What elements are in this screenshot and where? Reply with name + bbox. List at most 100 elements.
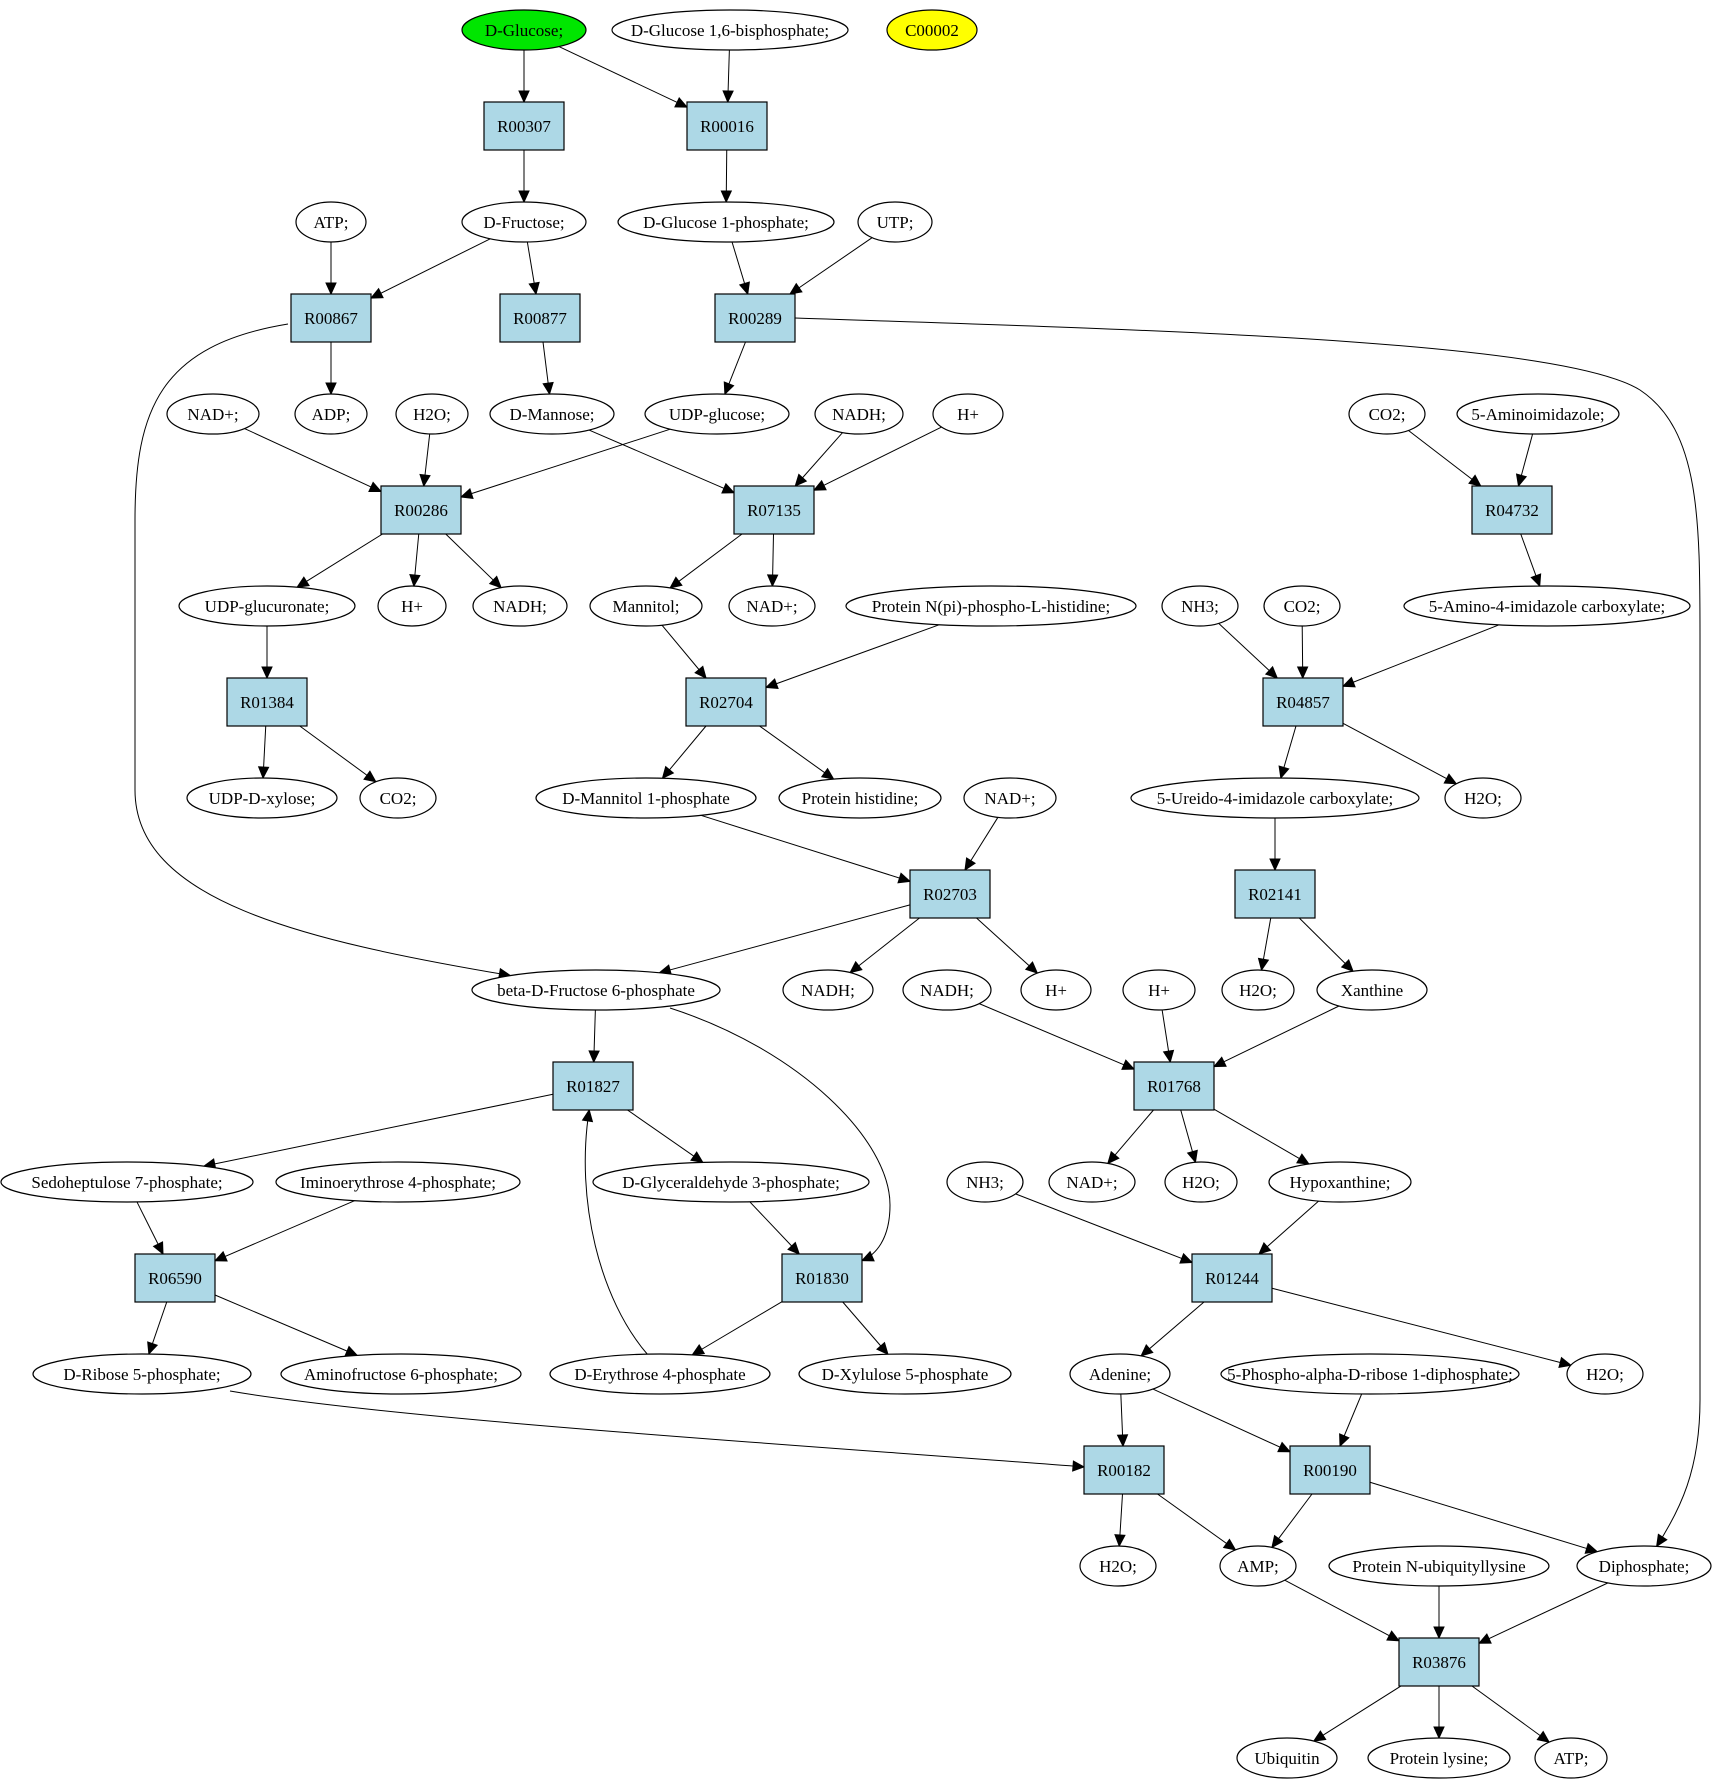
arrowhead [581,1108,594,1123]
reaction-node-R00182[interactable]: R00182 [1083,1445,1165,1495]
compound-node-dmannose[interactable]: D-Mannose; [489,393,615,435]
compound-node-udpglucose[interactable]: UDP-glucose; [644,393,790,435]
edge-line [584,1109,649,1356]
reaction-node-R02703[interactable]: R02703 [909,869,991,919]
reaction-node-R06590[interactable]: R06590 [134,1253,216,1303]
compound-node-diphos[interactable]: Diphosphate; [1576,1545,1712,1587]
compound-node-nadp1[interactable]: NAD+; [166,393,260,435]
compound-node-atp2[interactable]: ATP; [1534,1737,1608,1779]
compound-node-nadp3[interactable]: NAD+; [963,777,1057,819]
reaction-box [1262,677,1344,727]
compound-node-af6p[interactable]: Aminofructose 6-phosphate; [280,1353,522,1395]
compound-node-xanthine[interactable]: Xanthine [1316,969,1428,1011]
compound-node-ie4p[interactable]: Iminoerythrose 4-phosphate; [275,1161,521,1203]
reaction-label: R00867 [304,309,358,328]
reaction-node-R01827[interactable]: R01827 [552,1061,634,1111]
arrowhead [369,287,384,299]
reaction-node-R01830[interactable]: R01830 [781,1253,863,1303]
compound-ellipse [963,777,1057,819]
compound-node-dfructose[interactable]: D-Fructose; [461,201,587,243]
compound-node-5u4ic[interactable]: 5-Ureido-4-imidazole carboxylate; [1130,777,1420,819]
arrowhead [694,665,707,679]
compound-node-h2o1[interactable]: H2O; [395,393,469,435]
reaction-node-R00190[interactable]: R00190 [1289,1445,1371,1495]
edge-line [1271,1287,1571,1366]
reaction-node-R00289[interactable]: R00289 [714,293,796,343]
compound-node-nh3a[interactable]: NH3; [1161,585,1239,627]
compound-node-hypox[interactable]: Hypoxanthine; [1268,1161,1412,1203]
compound-node-nadh4[interactable]: NADH; [902,969,992,1011]
compound-node-dg1p[interactable]: D-Glucose 1-phosphate; [617,201,835,243]
reaction-node-R00286[interactable]: R00286 [380,485,462,535]
compound-node-hp3[interactable]: H+ [1020,969,1092,1011]
edge-r_R02703-to-n_hp3 [976,917,1039,974]
reaction-node-R02704[interactable]: R02704 [685,677,767,727]
compound-node-dg3p[interactable]: D-Glyceraldehyde 3-phosphate; [592,1161,870,1203]
reaction-node-R00877[interactable]: R00877 [499,293,581,343]
compound-node-prpp[interactable]: 5-Phospho-alpha-D-ribose 1-diphosphate; [1220,1353,1520,1395]
arrowhead [459,487,474,499]
compound-node-atp1[interactable]: ATP; [295,201,367,243]
compound-node-co2a[interactable]: CO2; [1348,393,1426,435]
reaction-node-R01244[interactable]: R01244 [1191,1253,1273,1303]
compound-node-hp2[interactable]: H+ [377,585,447,627]
reaction-node-R00016[interactable]: R00016 [686,101,768,151]
compound-node-h2o2[interactable]: H2O; [1444,777,1522,819]
reaction-node-R01384[interactable]: R01384 [226,677,308,727]
compound-node-adenine[interactable]: Adenine; [1069,1353,1171,1395]
compound-node-h2o4[interactable]: H2O; [1164,1161,1238,1203]
arrowhead [1433,1726,1445,1740]
compound-node-dglucose[interactable]: D-Glucose; [461,9,587,51]
reaction-node-R07135[interactable]: R07135 [733,485,815,535]
compound-node-de4p[interactable]: D-Erythrose 4-phosphate [549,1353,771,1395]
compound-node-protnpi[interactable]: Protein N(pi)-phospho-L-histidine; [845,585,1137,627]
compound-node-nadh1[interactable]: NADH; [814,393,904,435]
edge-n_xanthine-to-r_R01768 [1212,1005,1340,1068]
compound-node-prothis[interactable]: Protein histidine; [778,777,942,819]
compound-node-h2o3[interactable]: H2O; [1221,969,1295,1011]
compound-node-dr5p[interactable]: D-Ribose 5-phosphate; [32,1353,252,1395]
compound-node-protlys[interactable]: Protein lysine; [1367,1737,1511,1779]
compound-node-utp[interactable]: UTP; [857,201,933,243]
compound-node-dg16bp[interactable]: D-Glucose 1,6-bisphosphate; [611,9,849,51]
arrowhead [722,90,734,104]
compound-node-h2o6[interactable]: H2O; [1079,1545,1157,1587]
compound-node-nadp4[interactable]: NAD+; [1048,1161,1136,1203]
compound-node-udpxylose[interactable]: UDP-D-xylose; [186,777,338,819]
compound-ellipse [535,777,757,819]
compound-ellipse [166,393,260,435]
compound-node-5a4ic[interactable]: 5-Amino-4-imidazole carboxylate; [1403,585,1691,627]
compound-node-dx5p[interactable]: D-Xylulose 5-phosphate [798,1353,1012,1395]
compound-node-s7p[interactable]: Sedoheptulose 7-phosphate; [0,1161,254,1203]
reaction-node-R00867[interactable]: R00867 [290,293,372,343]
compound-node-c00002[interactable]: C00002 [886,9,978,51]
compound-node-hp4[interactable]: H+ [1122,969,1196,1011]
compound-node-dm1p[interactable]: D-Mannitol 1-phosphate [535,777,757,819]
compound-node-nadh3[interactable]: NADH; [782,969,874,1011]
reaction-node-R02141[interactable]: R02141 [1234,869,1316,919]
reaction-node-R03876[interactable]: R03876 [1398,1637,1480,1687]
compound-node-5ai[interactable]: 5-Aminoimidazole; [1456,393,1620,435]
compound-ellipse [1566,1353,1644,1395]
reaction-node-R01768[interactable]: R01768 [1133,1061,1215,1111]
compound-node-nadh2[interactable]: NADH; [472,585,568,627]
edge-line [244,428,382,492]
compound-node-amp[interactable]: AMP; [1219,1545,1297,1587]
reaction-node-R00307[interactable]: R00307 [483,101,565,151]
reaction-node-R04732[interactable]: R04732 [1471,485,1553,535]
reaction-label: R03876 [1412,1653,1466,1672]
compound-node-ubiquitin[interactable]: Ubiquitin [1236,1737,1338,1779]
compound-node-nadp2[interactable]: NAD+; [728,585,816,627]
compound-node-h2o5[interactable]: H2O; [1566,1353,1644,1395]
compound-node-protnub[interactable]: Protein N-ubiquityllysine [1328,1545,1550,1587]
compound-node-nh3b[interactable]: NH3; [946,1161,1024,1203]
compound-node-co2b[interactable]: CO2; [1263,585,1341,627]
compound-node-adp[interactable]: ADP; [294,393,368,435]
compound-node-mannitol[interactable]: Mannitol; [589,585,703,627]
compound-node-bdf6p[interactable]: beta-D-Fructose 6-phosphate [471,969,721,1011]
reaction-node-R04857[interactable]: R04857 [1262,677,1344,727]
compound-node-co2c[interactable]: CO2; [359,777,437,819]
compound-node-hp1[interactable]: H+ [932,393,1004,435]
compound-node-udpglucuronate[interactable]: UDP-glucuronate; [178,585,356,627]
edge-r_R00286-to-n_hp2 [409,533,421,588]
